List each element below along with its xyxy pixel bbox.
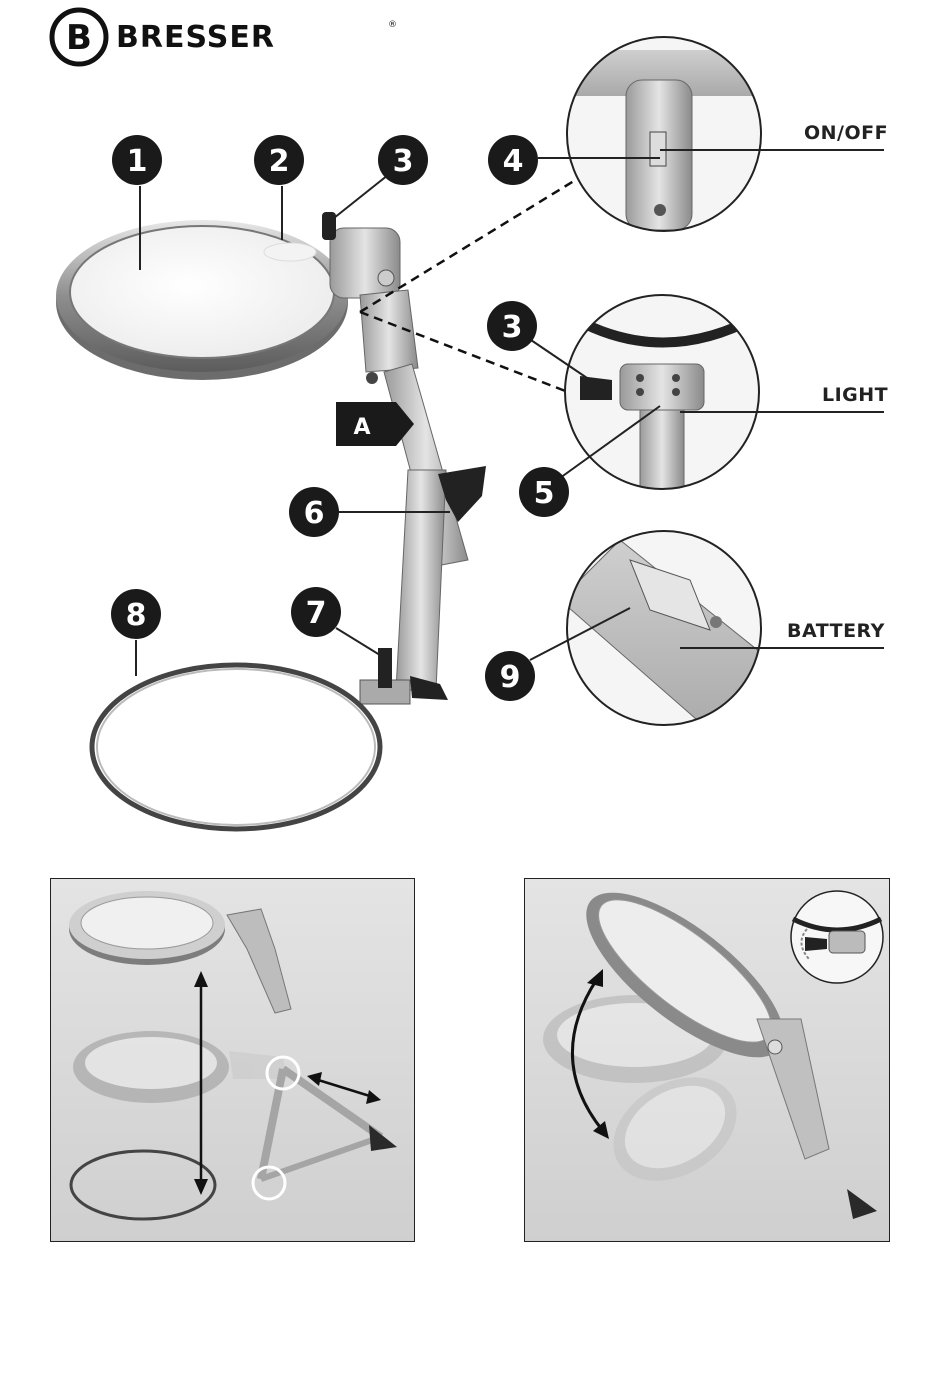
svg-text:9: 9 xyxy=(500,660,521,695)
detail-light xyxy=(565,295,760,490)
svg-text:1: 1 xyxy=(127,144,148,179)
panel-height-adjust xyxy=(50,878,415,1242)
tilt-adjust-illustration xyxy=(525,879,889,1241)
label-on-off: ON/OFF xyxy=(804,122,888,144)
magnifier-lens-icon xyxy=(56,220,348,380)
detail-battery xyxy=(560,531,770,740)
svg-text:7: 7 xyxy=(306,596,327,631)
callout-badge-3: 3 xyxy=(378,135,428,185)
callout-badge-4: 4 xyxy=(488,135,538,185)
label-light: LIGHT xyxy=(822,384,888,406)
callout-badge-3b: 3 xyxy=(487,301,537,351)
callout-badge-6: 6 xyxy=(289,487,339,537)
clip-ring-icon xyxy=(92,665,380,829)
double-arrow-icon-diagonal xyxy=(307,1072,381,1104)
label-battery: BATTERY xyxy=(787,620,885,642)
svg-text:8: 8 xyxy=(126,598,147,633)
height-adjust-illustration xyxy=(51,879,414,1241)
svg-text:6: 6 xyxy=(304,496,325,531)
callout-badge-7: 7 xyxy=(291,587,341,637)
callout-badge-1: 1 xyxy=(112,135,162,185)
inset-detail xyxy=(791,891,883,983)
detail-switch xyxy=(560,37,780,231)
hinge-head xyxy=(322,212,400,298)
svg-text:A: A xyxy=(353,415,370,440)
svg-text:3: 3 xyxy=(502,310,523,345)
stand-arm-icon xyxy=(360,290,486,704)
callout-badge-2: 2 xyxy=(254,135,304,185)
callout-badge-9: 9 xyxy=(485,651,535,701)
panel-tilt-adjust xyxy=(524,878,890,1242)
callout-badge-5: 5 xyxy=(519,467,569,517)
svg-text:2: 2 xyxy=(269,144,290,179)
svg-text:3: 3 xyxy=(393,144,414,179)
callout-badge-8: 8 xyxy=(111,589,161,639)
svg-text:4: 4 xyxy=(503,144,524,179)
svg-text:5: 5 xyxy=(534,476,555,511)
